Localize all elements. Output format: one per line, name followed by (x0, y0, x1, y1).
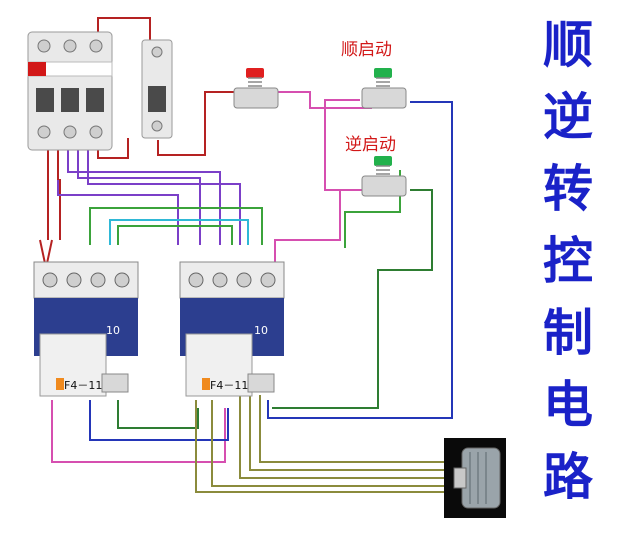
wire-pink-reverse-coil (274, 189, 372, 262)
contactor2-number: 10 (254, 324, 268, 337)
contactor-reverse (179, 261, 285, 397)
wire-olive-2 (239, 395, 458, 479)
wire-purple-3 (87, 150, 241, 245)
wire-pink-stop-forward (278, 91, 372, 109)
vertical-title: 顺 逆 转 控 制 电 路 (543, 16, 594, 506)
forward-start-button (361, 68, 407, 109)
wire-olive-4 (211, 400, 458, 487)
title-char-1: 顺 (543, 16, 593, 74)
wire-blue-right (267, 101, 453, 419)
forward-start-label: 顺启动 (341, 40, 392, 60)
wire-pink-bottom2 (192, 408, 226, 463)
contactor-forward (33, 261, 139, 397)
single-pole-breaker (141, 39, 173, 139)
title-char-3: 转 (543, 160, 593, 218)
wire-darkgreen-2 (117, 400, 199, 429)
title-char-5: 制 (543, 304, 593, 362)
wire-green-2 (117, 225, 233, 245)
wire-red-top (97, 17, 151, 60)
reverse-start-label: 逆启动 (345, 135, 396, 155)
title-char-7: 路 (543, 448, 594, 506)
wire-purple-2 (77, 150, 201, 245)
overload2-model: F4－11 (210, 379, 248, 392)
wire-olive-5 (195, 400, 458, 493)
wire-red-breaker-down (97, 138, 129, 159)
three-pole-breaker (27, 31, 113, 151)
wire-green-1 (89, 207, 263, 245)
wire-darkgreen-1 (272, 189, 433, 409)
wires (39, 17, 458, 493)
motor (444, 438, 506, 518)
reverse-start-button (361, 156, 407, 197)
stop-button (233, 68, 279, 109)
wire-red-control (157, 91, 238, 156)
title-char-6: 电 (543, 376, 593, 434)
wire-cyan-1 (109, 219, 249, 245)
wire-olive-1 (249, 395, 458, 471)
wire-pink-bottom1 (51, 400, 192, 463)
contactor1-number: 10 (106, 324, 120, 337)
title-char-2: 逆 (543, 88, 593, 146)
overload1-model: F4－11 (64, 379, 102, 392)
wire-blue-bottom (89, 400, 229, 441)
title-char-4: 控 (543, 232, 593, 290)
wire-olive-3 (259, 395, 458, 463)
